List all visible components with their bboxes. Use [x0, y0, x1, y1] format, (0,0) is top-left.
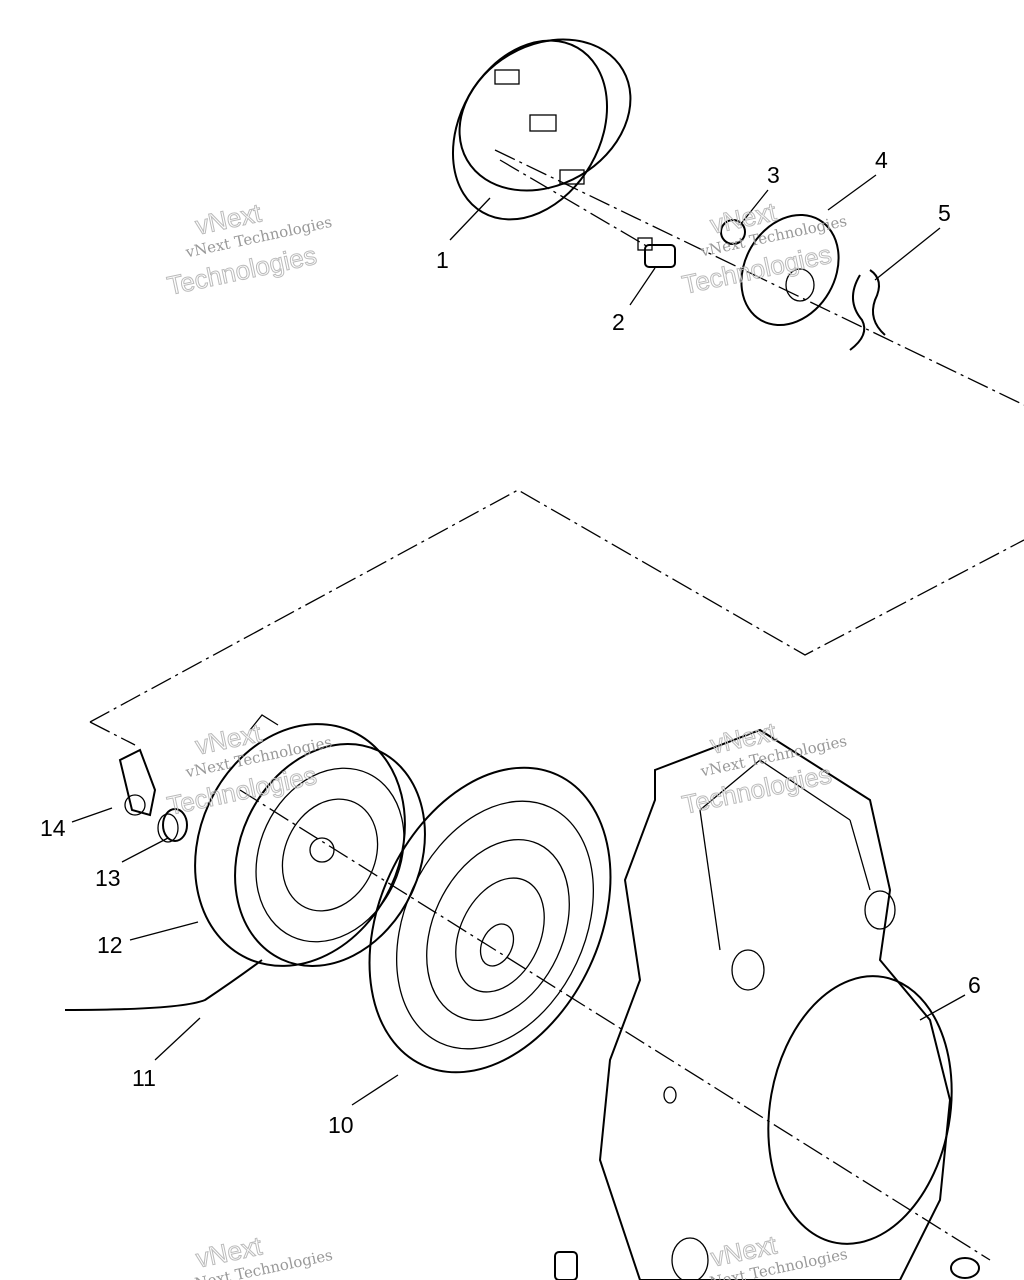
part-6-housing — [598, 728, 953, 1280]
part-1-pulley-cup — [451, 38, 632, 221]
callout-10: 10 — [328, 1112, 354, 1138]
part-14-pawl — [118, 748, 157, 817]
watermark: vNext vNext Technologies Technologies — [164, 197, 334, 301]
watermark: vNext vNext Technologies — [699, 1229, 849, 1280]
watermark: vNext vNext Technologies Technologies — [679, 196, 849, 300]
callout-14: 14 — [40, 815, 66, 841]
part-13-spring — [157, 808, 188, 843]
part-2-bolt — [637, 237, 676, 268]
callout-3: 3 — [767, 162, 780, 188]
leader-lines — [71, 174, 966, 1106]
callout-5: 5 — [938, 200, 951, 226]
callout-6: 6 — [968, 972, 981, 998]
callout-12: 12 — [97, 932, 123, 958]
centerlines — [89, 149, 1024, 1261]
part-11-rope — [64, 959, 263, 1011]
callout-4: 4 — [875, 147, 888, 173]
watermark: vNext vNext Technologies — [184, 1230, 334, 1280]
part-10-recoil-spring — [368, 766, 612, 1074]
watermark: vNext vNext Technologies Technologies — [164, 717, 334, 821]
bottom-fasteners — [554, 1251, 980, 1280]
callout-13: 13 — [95, 865, 121, 891]
callout-1: 1 — [436, 247, 449, 273]
part-4-plate — [740, 213, 840, 327]
callout-11: 11 — [132, 1065, 156, 1091]
watermark: vNext vNext Technologies Technologies — [679, 716, 849, 820]
part-3-nut — [720, 219, 746, 245]
callout-2: 2 — [612, 309, 625, 335]
part-12-reel — [194, 714, 426, 967]
part-5-clip — [849, 269, 886, 351]
